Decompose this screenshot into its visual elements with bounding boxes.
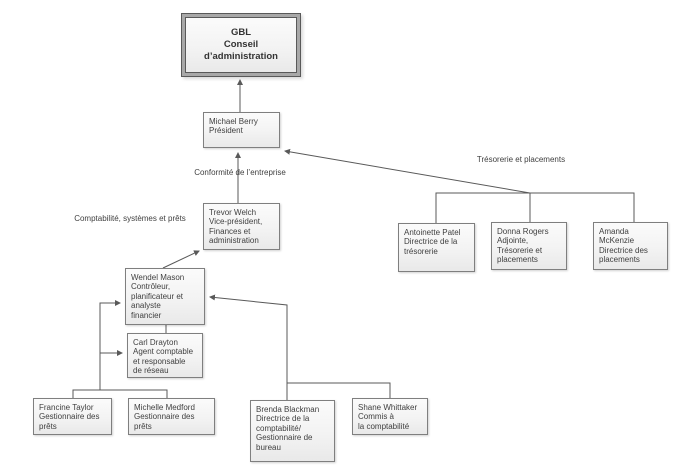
line-wendel-to-trevor bbox=[162, 250, 200, 269]
org-node-shane-whittaker: Shane Whittaker Commis à la comptabilité bbox=[352, 398, 428, 435]
label-tresorerie-placements: Trésorerie et placements bbox=[476, 155, 566, 164]
line-treasury-bus bbox=[435, 192, 635, 223]
label-comptabilite-systemes-prets: Comptabilité, systèmes et prêts bbox=[74, 214, 186, 223]
line-treasury-to-michael bbox=[284, 148, 531, 194]
label-conformite-entreprise: Conformité de l’entreprise bbox=[194, 168, 286, 177]
line-accounting-spine bbox=[209, 294, 288, 400]
org-node-amanda-mckenzie: Amanda McKenzie Directrice des placement… bbox=[593, 222, 668, 270]
org-node-donna-rogers: Donna Rogers Adjointe, Trésorerie et pla… bbox=[491, 222, 567, 270]
org-node-gbl-board: GBL Conseil d’administration bbox=[185, 17, 297, 73]
line-left-spine-to-wendel bbox=[99, 300, 121, 390]
org-node-francine-taylor: Francine Taylor Gestionnaire des prêts bbox=[33, 398, 112, 435]
org-node-brenda-blackman: Brenda Blackman Directrice de la comptab… bbox=[250, 400, 335, 462]
org-node-wendel-mason: Wendel Mason Contrôleur, planificateur e… bbox=[125, 268, 205, 325]
org-node-michelle-medford: Michelle Medford Gestionnaire des prêts bbox=[128, 398, 215, 435]
line-loans-bus bbox=[72, 389, 168, 398]
line-accounting-bus bbox=[287, 382, 391, 398]
org-node-carl-drayton: Carl Drayton Agent comptable et responsa… bbox=[127, 333, 203, 378]
org-node-michael-berry: Michael Berry Président bbox=[203, 112, 280, 148]
org-node-antoinette-patel: Antoinette Patel Directrice de la trésor… bbox=[398, 223, 475, 272]
org-node-trevor-welch: Trevor Welch Vice-président, Finances et… bbox=[203, 203, 280, 250]
